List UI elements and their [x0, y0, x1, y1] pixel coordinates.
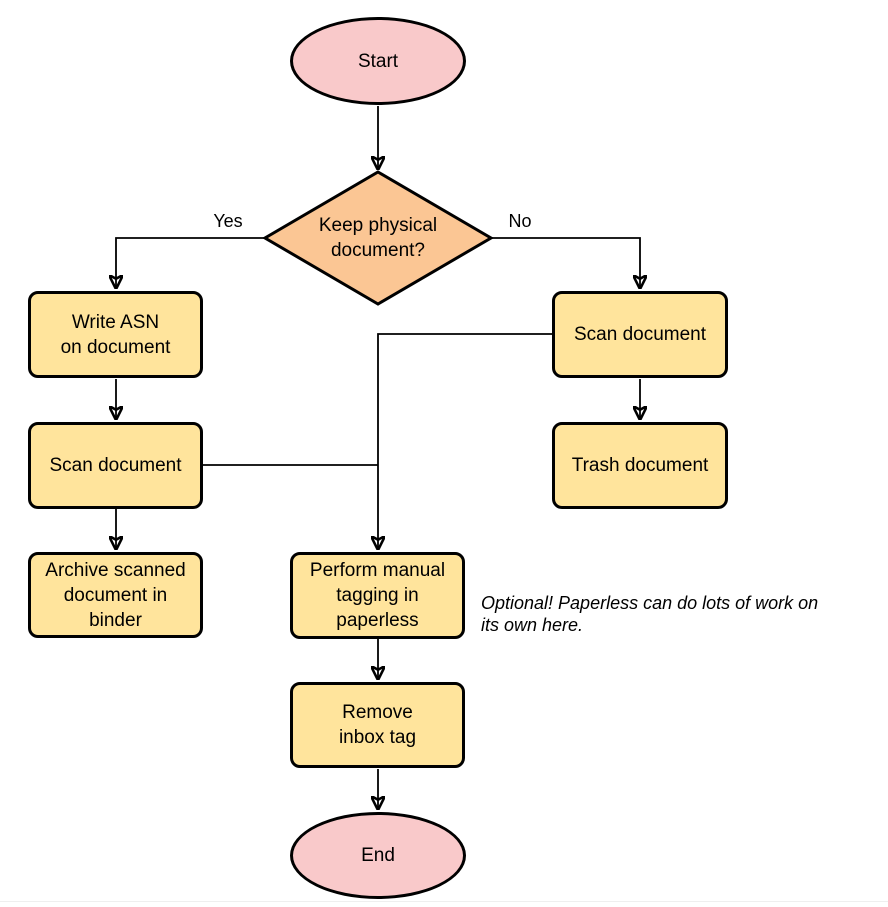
node-decision-keep-physical-document: Keep physical document? — [265, 172, 491, 304]
node-label: Start — [357, 50, 399, 72]
node-scan-document-left: Scan document — [28, 422, 203, 509]
node-write-asn-on-document: Write ASN on document — [28, 291, 203, 378]
node-label: Perform manual tagging in paperless — [309, 560, 446, 631]
node-start: Start — [290, 17, 466, 105]
node-scan-document-right: Scan document — [552, 291, 728, 378]
decision-diamond-shape — [262, 170, 494, 306]
edge-label-yes: Yes — [213, 211, 243, 231]
edge-scan-right-to-tagging — [378, 333, 552, 548]
node-label: Keep physical document? — [318, 215, 438, 261]
node-label: Write ASN on document — [60, 311, 171, 358]
page-bottom-divider — [0, 901, 888, 902]
node-trash-document: Trash document — [552, 422, 728, 509]
annotation-optional-note: Optional! Paperless can do lots of work … — [481, 593, 819, 635]
node-label: Scan document — [573, 324, 707, 345]
node-remove-inbox-tag: Remove inbox tag — [290, 682, 465, 768]
node-label: Remove inbox tag — [338, 702, 417, 748]
node-archive-scanned-document: Archive scanned document in binder — [28, 552, 203, 638]
edge-decision-yes-to-write-asn — [116, 237, 265, 287]
node-label: Archive scanned document in binder — [45, 559, 186, 631]
node-label: End — [361, 845, 395, 866]
node-label: Scan document — [49, 455, 182, 476]
node-perform-manual-tagging: Perform manual tagging in paperless — [290, 552, 465, 639]
edge-decision-no-to-scan-right — [491, 237, 640, 287]
node-end: End — [290, 812, 466, 899]
edge-label-no: No — [508, 211, 532, 231]
node-label: Trash document — [571, 455, 709, 476]
